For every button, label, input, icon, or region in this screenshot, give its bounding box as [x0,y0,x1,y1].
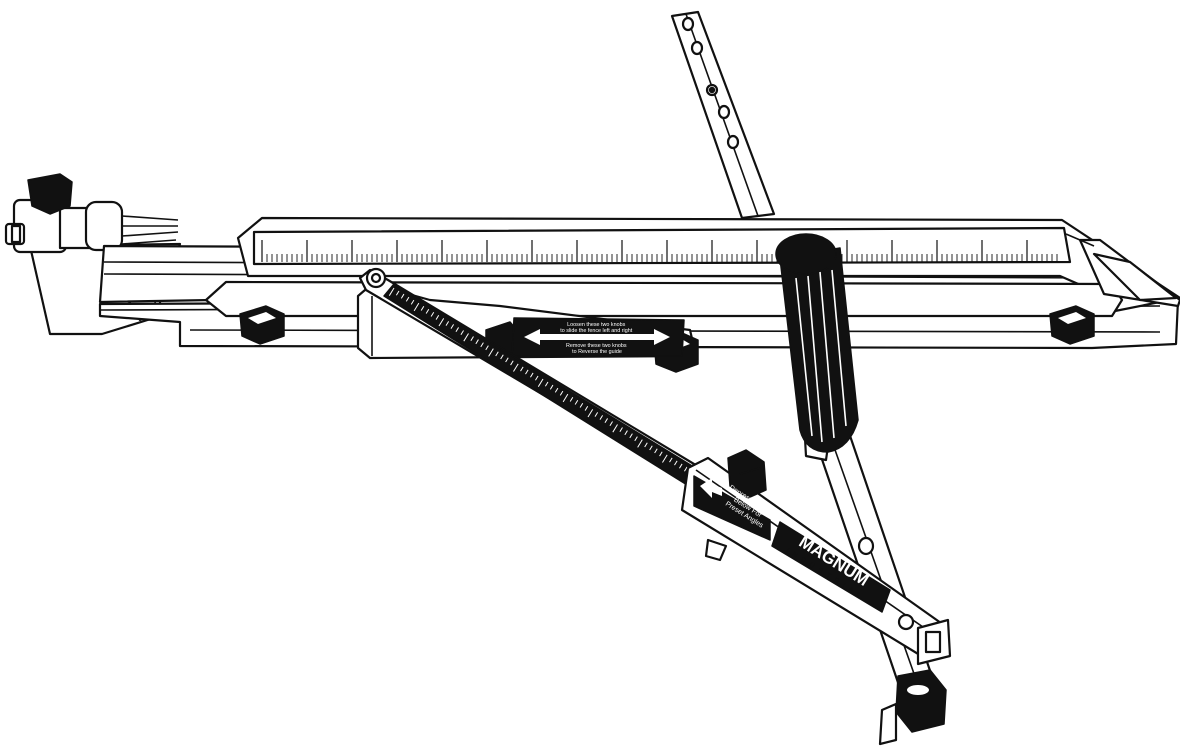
miter-tick [495,351,499,357]
miter-tick [612,424,618,433]
miter-tick [654,448,658,454]
label-loosen-line-1: Loosen these two knobs [567,322,625,328]
miter-tick [559,390,564,396]
miter-tick [579,403,584,408]
miter-tick [435,315,440,320]
miter-tick [684,466,688,472]
miter-tick [537,378,544,387]
miter-tick [544,381,549,387]
label-remove-line-2: to Reverse the guide [572,349,622,355]
miter-tick [629,433,633,439]
miter-tick [659,451,663,457]
miter-tick [505,357,509,363]
brand-plate [771,521,891,613]
fence-instruction-label: Loosen these two knobs to slide the fenc… [511,317,685,357]
miter-tick [609,421,613,426]
miter-tick [535,375,539,381]
fence-knob-right[interactable] [1049,305,1095,345]
label-remove-line-1: Remove these two knobs [566,343,627,349]
miter-tick [395,290,400,296]
miter-tick [455,327,459,332]
miter-tick [587,409,594,418]
miter-tick [637,439,643,448]
miter-tick [475,339,479,345]
miter-tick [513,363,519,372]
arm-lock-knob[interactable] [895,669,947,733]
miter-tick [584,406,589,411]
miter-tick [430,312,435,317]
miter-tick [420,305,425,311]
rear-support-arm [670,10,776,220]
miter-tick [470,336,474,342]
label-loosen-line-2: to slide the fence left and right [560,328,632,334]
miter-tick [480,342,484,348]
miter-tick [569,396,574,402]
double-arrow-icon [524,329,670,345]
miter-tick [594,412,599,417]
miter-tick [562,393,569,403]
miter-tick [388,287,395,296]
miter-arm [358,267,706,489]
miter-tick [674,460,678,466]
miter-tick [662,454,668,463]
svg-text:Loosen these two knobs t: Loosen these two knobs to slide the fenc… [560,322,633,355]
miter-tick [510,360,514,366]
miter-tick [520,366,524,372]
miter-tick [405,296,410,302]
handle-post[interactable] [775,233,859,453]
fence-knob-left[interactable] [239,305,285,345]
miter-tick [463,333,469,342]
miter-scale-ticks [388,287,693,478]
miter-tick [624,430,628,436]
miter-tick [500,354,504,360]
clamp-knob-icon[interactable] [27,173,73,215]
miter-tick [410,299,415,305]
plunger-knob[interactable] [727,449,767,499]
miter-tick [634,436,638,442]
miter-tick [554,387,559,393]
miter-head: Depress Plunger Below For Preset Angles … [680,449,952,666]
miter-tick [574,399,579,405]
miter-tick [644,442,648,448]
miter-tick [549,384,554,390]
miter-tick [488,348,494,357]
left-arrow-icon [700,478,722,498]
miter-tick [450,324,455,329]
miter-tick [400,293,405,299]
miter-tick [438,318,445,327]
miter-tick [599,415,604,420]
miter-tick [649,445,653,451]
miter-tick [425,308,430,314]
miter-tick [460,330,464,335]
miter-tick [445,321,450,326]
miter-tick [525,369,529,375]
miter-tick [530,372,534,378]
miter-tick [619,427,623,433]
miter-tick [413,302,420,312]
miter-tick [485,345,489,351]
miter-tick [669,457,673,463]
miter-tick [679,463,683,469]
fence-body [204,216,1180,318]
miter-tick [604,418,608,423]
